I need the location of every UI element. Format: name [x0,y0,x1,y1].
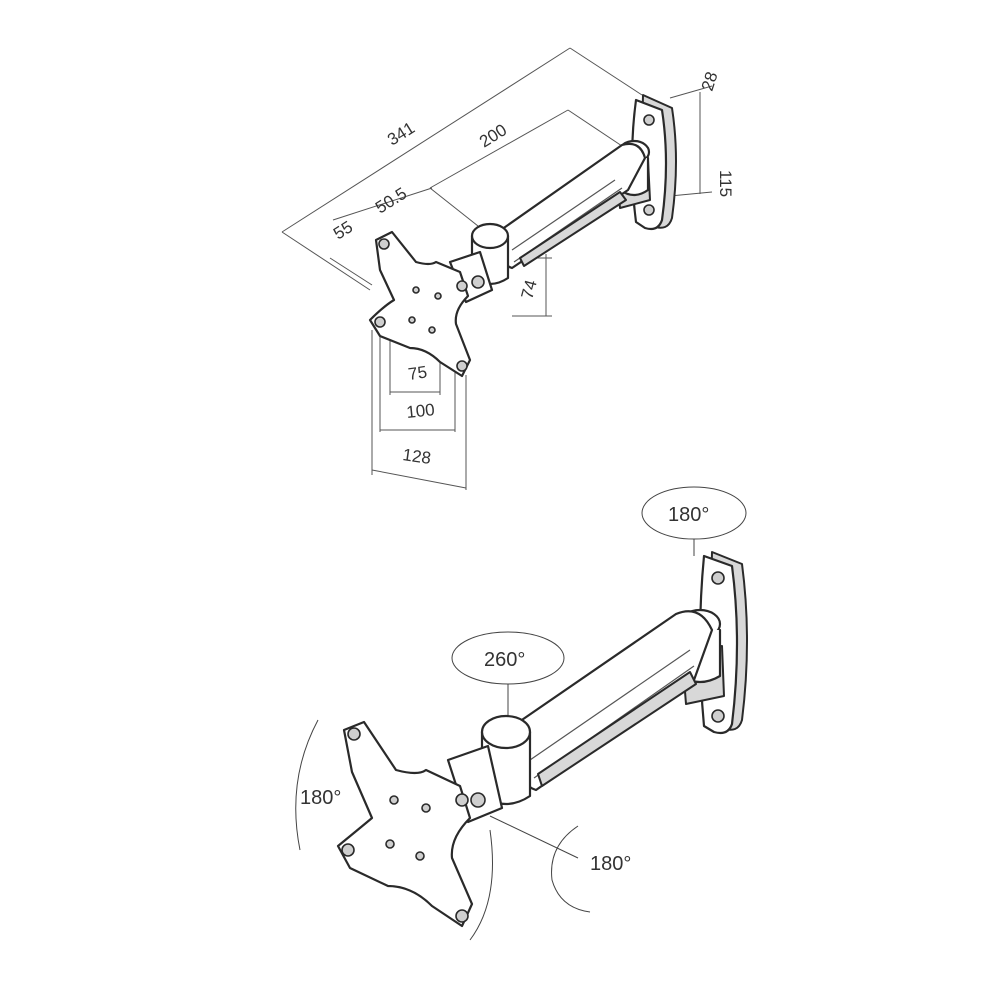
vesa-plate [368,230,472,378]
vesa-plate-bottom [336,720,474,928]
dimensioned-view: 341 200 55 50.5 28 115 74 75 100 128 [281,47,735,490]
dim-joint-offset: 50.5 [372,184,410,218]
rotation-view: 180° 260° 180° 180° [295,486,748,941]
dim-vesa-100: 100 [405,400,435,422]
dim-wall-plate-depth: 28 [698,69,722,93]
dim-plate-offset: 55 [330,217,356,243]
dim-vesa-75: 75 [407,363,428,384]
front-joint-bottom [446,714,532,824]
rotation-arm-swivel: 260° [484,649,525,671]
dim-arm-length: 200 [476,120,510,151]
dim-wall-plate-height: 115 [716,170,735,197]
rotation-screen: 180° [300,787,341,809]
rotation-guides [295,486,747,941]
rotation-wall-swivel: 180° [668,504,709,526]
rotation-tilt: 180° [590,853,631,875]
dim-overall-length: 341 [384,118,418,149]
dim-joint-height: 74 [518,278,541,301]
dim-plate-width: 128 [401,445,432,468]
front-joint [448,222,510,304]
